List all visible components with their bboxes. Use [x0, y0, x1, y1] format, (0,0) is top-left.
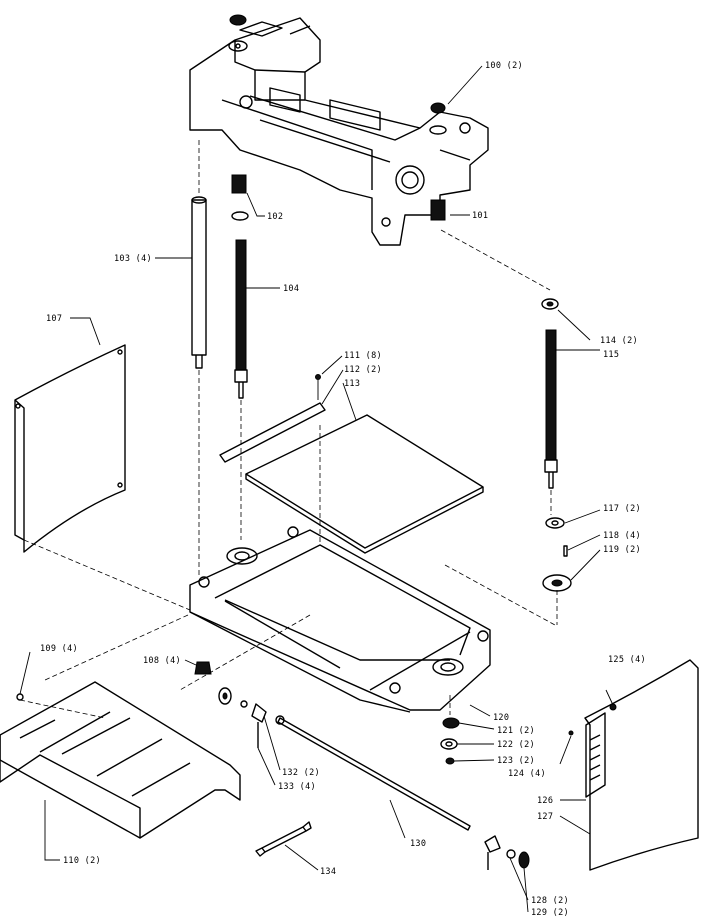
bushing-102 [231, 174, 249, 221]
callout-134: 134 [320, 867, 336, 877]
callout-118: 118 (4) [603, 531, 641, 541]
guide-rail-112 [219, 374, 326, 463]
callout-101: 101 [472, 211, 488, 221]
callout-129: 129 (2) [531, 908, 569, 918]
crank-rod-130 [275, 715, 471, 831]
callout-119: 119 (2) [603, 545, 641, 555]
screw-118 [563, 545, 568, 557]
nut-123 [445, 757, 455, 765]
callout-110: 110 (2) [63, 856, 101, 866]
callout-102: 102 [267, 212, 283, 222]
tray-110 [0, 681, 241, 839]
handwheel-parts-132 [218, 687, 267, 748]
table-plate-113 [245, 414, 484, 554]
callout-120: 120 [493, 713, 509, 723]
assembly-lines [19, 140, 558, 719]
wrench-134 [255, 821, 312, 857]
washer-117 [545, 517, 565, 529]
callout-124: 124 (4) [508, 769, 546, 779]
elevation-screw-115 [541, 298, 559, 489]
leader-lines [19, 65, 614, 913]
callout-107: 107 [46, 314, 62, 324]
callout-126: 126 [537, 796, 553, 806]
callout-104: 104 [283, 284, 299, 294]
column-103 [191, 196, 207, 369]
callout-111: 111 (8) [344, 351, 382, 361]
nut-121 [442, 717, 460, 729]
elevation-screw-104 [234, 239, 248, 399]
callout-122: 122 (2) [497, 740, 535, 750]
side-panel-107 [14, 344, 126, 553]
callout-127: 127 [537, 812, 553, 822]
callout-132: 132 (2) [282, 768, 320, 778]
callout-125: 125 (4) [608, 655, 646, 665]
callout-128: 128 (2) [531, 896, 569, 906]
callout-108: 108 (4) [143, 656, 181, 666]
callout-labels: 100 (2) 101 102 103 (4) 104 107 108 (4) … [40, 61, 646, 918]
callout-133: 133 (4) [278, 782, 316, 792]
callout-115: 115 [603, 350, 619, 360]
callout-123: 123 (2) [497, 756, 535, 766]
callout-114: 114 (2) [600, 336, 638, 346]
foot-108 [194, 661, 212, 675]
callout-130: 130 [410, 839, 426, 849]
washer-122 [440, 738, 458, 750]
carriage-head-assembly [189, 17, 489, 246]
nut-100-right [429, 102, 447, 135]
callout-109: 109 (4) [40, 644, 78, 654]
side-panel-127 [584, 659, 699, 871]
callout-100: 100 (2) [485, 61, 523, 71]
screw-109 [16, 693, 24, 701]
callout-113: 113 [344, 379, 360, 389]
screw-124 [568, 730, 574, 736]
bracket-119 [542, 574, 572, 592]
callout-103: 103 (4) [114, 254, 152, 264]
callout-117: 117 (2) [603, 504, 641, 514]
callout-112: 112 (2) [344, 365, 382, 375]
bushing-101 [430, 199, 446, 221]
callout-121: 121 (2) [497, 726, 535, 736]
base-120 [189, 526, 491, 713]
nut-100-left [228, 14, 248, 52]
crank-end-129 [484, 835, 530, 870]
